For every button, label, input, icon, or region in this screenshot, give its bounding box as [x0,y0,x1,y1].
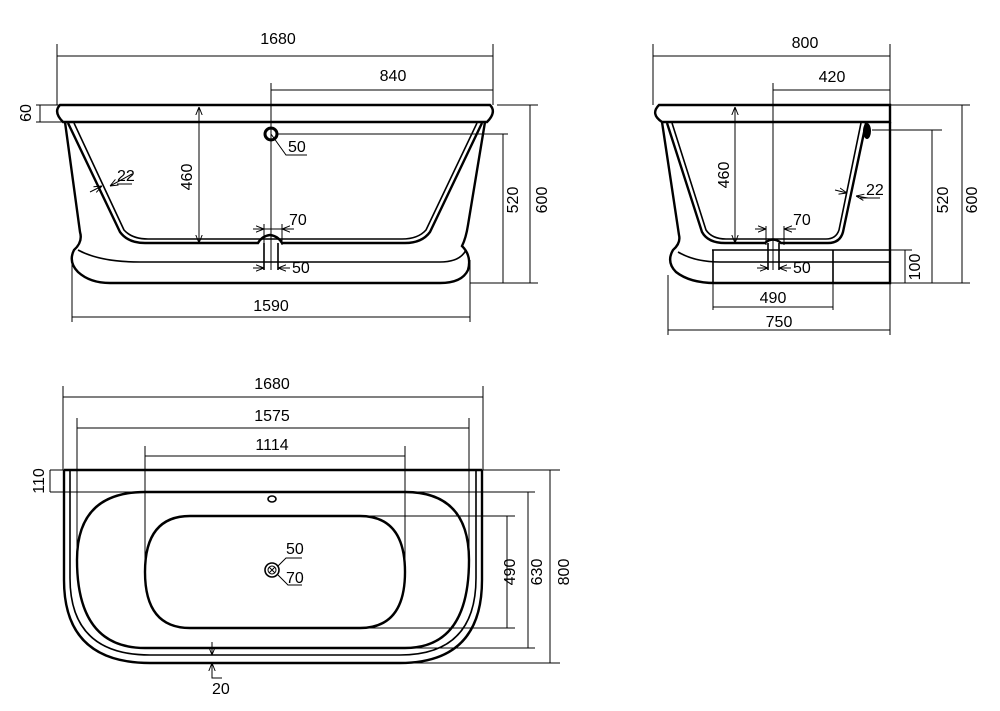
side-plinth-height-label: 100 [907,254,924,281]
side-total-height-label: 600 [964,187,981,214]
front-base-length-label: 1590 [253,298,289,315]
side-drain-inner-label: 50 [793,260,811,277]
side-base-width-label: 750 [766,314,793,331]
top-bottom-width-label: 490 [502,559,519,586]
front-drain-outer-label: 70 [289,212,307,229]
top-drain-outer-label: 70 [286,570,304,587]
overflow-icon [267,495,277,503]
top-overall-width-label: 800 [556,559,573,586]
front-length-label: 1680 [260,31,296,48]
front-dimensions: 1680 840 60 460 50 22 70 50 520 600 [18,31,551,322]
side-depth-label: 460 [716,162,733,189]
side-view: 800 420 460 22 70 50 100 520 600 490 750 [652,35,981,335]
side-drain-outer-label: 70 [793,212,811,229]
top-drain-inner-label: 50 [286,541,304,558]
front-drain-inner-label: 50 [292,260,310,277]
top-rim-inner-length-label: 1575 [254,408,290,425]
top-rim-depth-label: 110 [31,468,48,494]
front-view: 1680 840 60 460 50 22 70 50 520 600 [18,31,551,322]
front-wall-label: 22 [117,168,135,185]
side-inner-base-label: 490 [760,290,787,307]
top-inner-width-label: 630 [529,559,546,586]
drain-icon [264,562,280,578]
top-length-label: 1680 [254,376,290,393]
side-overflow-height-label: 520 [935,187,952,214]
front-half-length-label: 840 [380,68,407,85]
front-overflow-label: 50 [288,139,306,156]
front-depth-label: 460 [179,164,196,191]
front-total-height-label: 600 [534,187,551,214]
overflow-icon [863,123,871,139]
side-dimensions: 800 420 460 22 70 50 100 520 600 490 750 [652,35,981,335]
top-bottom-length-label: 1114 [255,437,288,454]
top-tub-outline [62,468,484,665]
front-tub-outline [55,103,495,285]
side-tub-outline [654,103,892,285]
front-rim-height-label: 60 [18,104,35,122]
side-wall-label: 22 [866,182,884,199]
top-view: 1680 1575 1114 110 50 70 490 630 800 20 [31,376,573,698]
front-overflow-height-label: 520 [505,187,522,214]
top-dimensions: 1680 1575 1114 110 50 70 490 630 800 20 [31,376,573,698]
top-wall-label: 20 [212,681,230,698]
side-half-width-label: 420 [819,69,846,86]
side-width-label: 800 [792,35,819,52]
